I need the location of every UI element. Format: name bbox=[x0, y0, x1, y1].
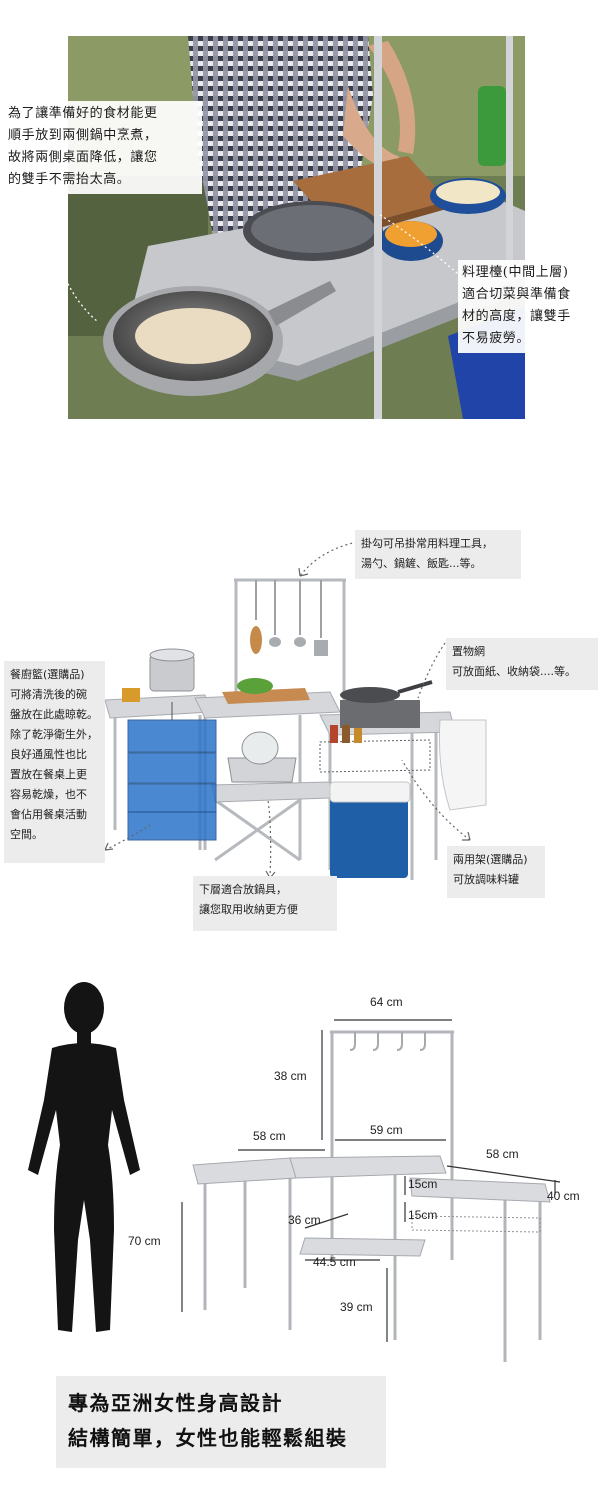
dim-shelf-width: 44.5 cm bbox=[313, 1255, 356, 1269]
dim-center-table: 59 cm bbox=[370, 1123, 403, 1137]
cooking-photo bbox=[68, 36, 525, 419]
dim-right-table: 58 cm bbox=[486, 1147, 519, 1161]
slogan-box: 專為亞洲女性身高設計 結構簡單，女性也能輕鬆組裝 bbox=[56, 1376, 386, 1468]
callout-dual-rack: 兩用架(選購品) 可放調味料罐 bbox=[447, 846, 545, 898]
dim-lower-height: 39 cm bbox=[340, 1300, 373, 1314]
caption-middle-prep-table: 料理檯(中間上層) 適合切菜與準備食 材的高度，讓雙手 不易疲勞。 bbox=[458, 260, 600, 353]
dim-gap-upper: 15cm bbox=[408, 1177, 438, 1191]
slogan-line-2: 結構簡單，女性也能輕鬆組裝 bbox=[68, 1426, 348, 1450]
callout-hooks: 掛勾可吊掛常用料理工具， 湯勺、鍋鏟、飯匙...等。 bbox=[355, 530, 521, 579]
dim-top-width: 64 cm bbox=[370, 995, 403, 1009]
dim-gap-lower: 15cm bbox=[408, 1208, 438, 1222]
dim-left-table: 58 cm bbox=[253, 1129, 286, 1143]
cooking-photo-illustration bbox=[68, 36, 525, 419]
dim-shelf-depth: 36 cm bbox=[288, 1213, 321, 1227]
callout-lower-shelf: 下層適合放鍋具， 讓您取用收納更方便 bbox=[193, 876, 337, 931]
callout-storage-net: 置物網 可放面紙、收納袋....等。 bbox=[446, 638, 598, 690]
woman-silhouette bbox=[28, 982, 140, 1332]
photo-leader-lines bbox=[45, 214, 466, 323]
dim-hanger-height: 38 cm bbox=[274, 1069, 307, 1083]
camp-kitchen-illustration bbox=[104, 541, 487, 880]
dimension-drawing bbox=[28, 982, 561, 1362]
caption-lowered-side-tables: 為了讓準備好的食材能更 順手放到兩側鍋中烹煮， 故將兩側桌面降低，讓您 的雙手不… bbox=[4, 101, 202, 194]
callout-drying-basket: 餐廚籃(選購品) 可將清洗後的碗 盤放在此處晾乾。 除了乾淨衛生外， 良好通風性… bbox=[4, 661, 105, 863]
dim-table-height: 70 cm bbox=[128, 1234, 161, 1248]
slogan-line-1: 專為亞洲女性身高設計 bbox=[68, 1391, 283, 1415]
dim-right-depth: 40 cm bbox=[547, 1189, 580, 1203]
